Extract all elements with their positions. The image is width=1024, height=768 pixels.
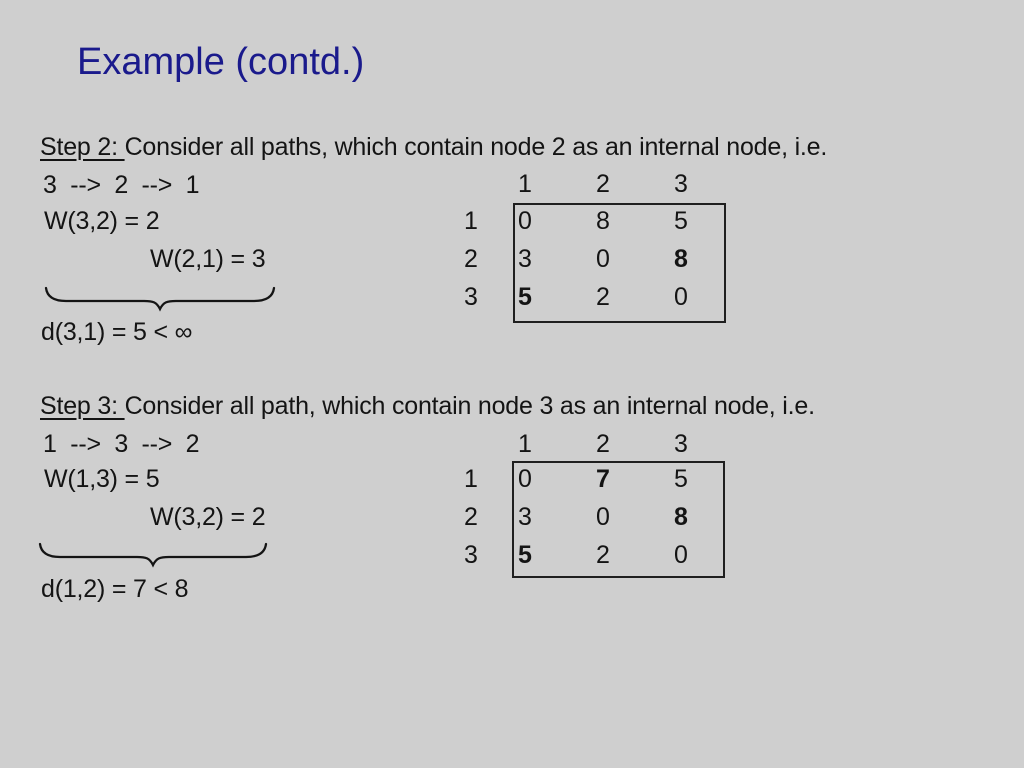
matrix-cell: 3 <box>518 245 532 273</box>
step3-w-line-2: W(3,2) = 2 <box>150 503 266 531</box>
matrix-cell: 0 <box>518 465 532 493</box>
matrix-cell: 8 <box>674 245 688 273</box>
matrix-row-header: 3 <box>464 541 478 569</box>
step3-result: d(1,2) = 7 < 8 <box>41 575 189 603</box>
matrix-col-header: 2 <box>596 170 610 198</box>
matrix-cell: 2 <box>596 541 610 569</box>
step2-w-line-1: W(3,2) = 2 <box>44 207 160 235</box>
matrix-row-header: 1 <box>464 207 478 235</box>
matrix-row-header: 1 <box>464 465 478 493</box>
matrix-row-header: 3 <box>464 283 478 311</box>
matrix-cell: 0 <box>518 207 532 235</box>
matrix-cell: 5 <box>674 207 688 235</box>
slide-title: Example (contd.) <box>77 41 365 83</box>
step2-underbrace <box>44 286 276 312</box>
matrix-cell: 5 <box>518 541 532 569</box>
matrix-row-header: 2 <box>464 503 478 531</box>
matrix-cell: 8 <box>674 503 688 531</box>
matrix-box <box>513 203 726 323</box>
matrix-col-header: 2 <box>596 430 610 458</box>
step2-heading: Step 2: Consider all paths, which contai… <box>40 135 827 160</box>
matrix-col-header: 1 <box>518 170 532 198</box>
step3-path-line: 1 --> 3 --> 2 <box>43 430 200 458</box>
step2-heading-text: Consider all paths, which contain node 2… <box>124 133 828 161</box>
matrix-cell: 0 <box>596 245 610 273</box>
matrix-cell: 5 <box>518 283 532 311</box>
step2-heading-label: Step 2: <box>40 133 125 161</box>
step3-underbrace <box>38 542 268 568</box>
matrix-cell: 8 <box>596 207 610 235</box>
step3-heading: Step 3: Consider all path, which contain… <box>40 394 815 419</box>
matrix-col-header: 1 <box>518 430 532 458</box>
step2-result: d(3,1) = 5 < ∞ <box>41 318 193 346</box>
matrix-cell: 0 <box>674 541 688 569</box>
step3-w-line-1: W(1,3) = 5 <box>44 465 160 493</box>
matrix-box <box>512 461 725 578</box>
step3-heading-label: Step 3: <box>40 392 125 420</box>
matrix-col-header: 3 <box>674 430 688 458</box>
matrix-cell: 0 <box>596 503 610 531</box>
step2-path-line: 3 --> 2 --> 1 <box>43 171 200 199</box>
matrix-row-header: 2 <box>464 245 478 273</box>
step3-heading-text: Consider all path, which contain node 3 … <box>124 392 815 420</box>
matrix-cell: 5 <box>674 465 688 493</box>
matrix-cell: 3 <box>518 503 532 531</box>
matrix-cell: 0 <box>674 283 688 311</box>
matrix-cell: 2 <box>596 283 610 311</box>
matrix-cell: 7 <box>596 465 610 493</box>
step2-w-line-2: W(2,1) = 3 <box>150 245 266 273</box>
matrix-col-header: 3 <box>674 170 688 198</box>
